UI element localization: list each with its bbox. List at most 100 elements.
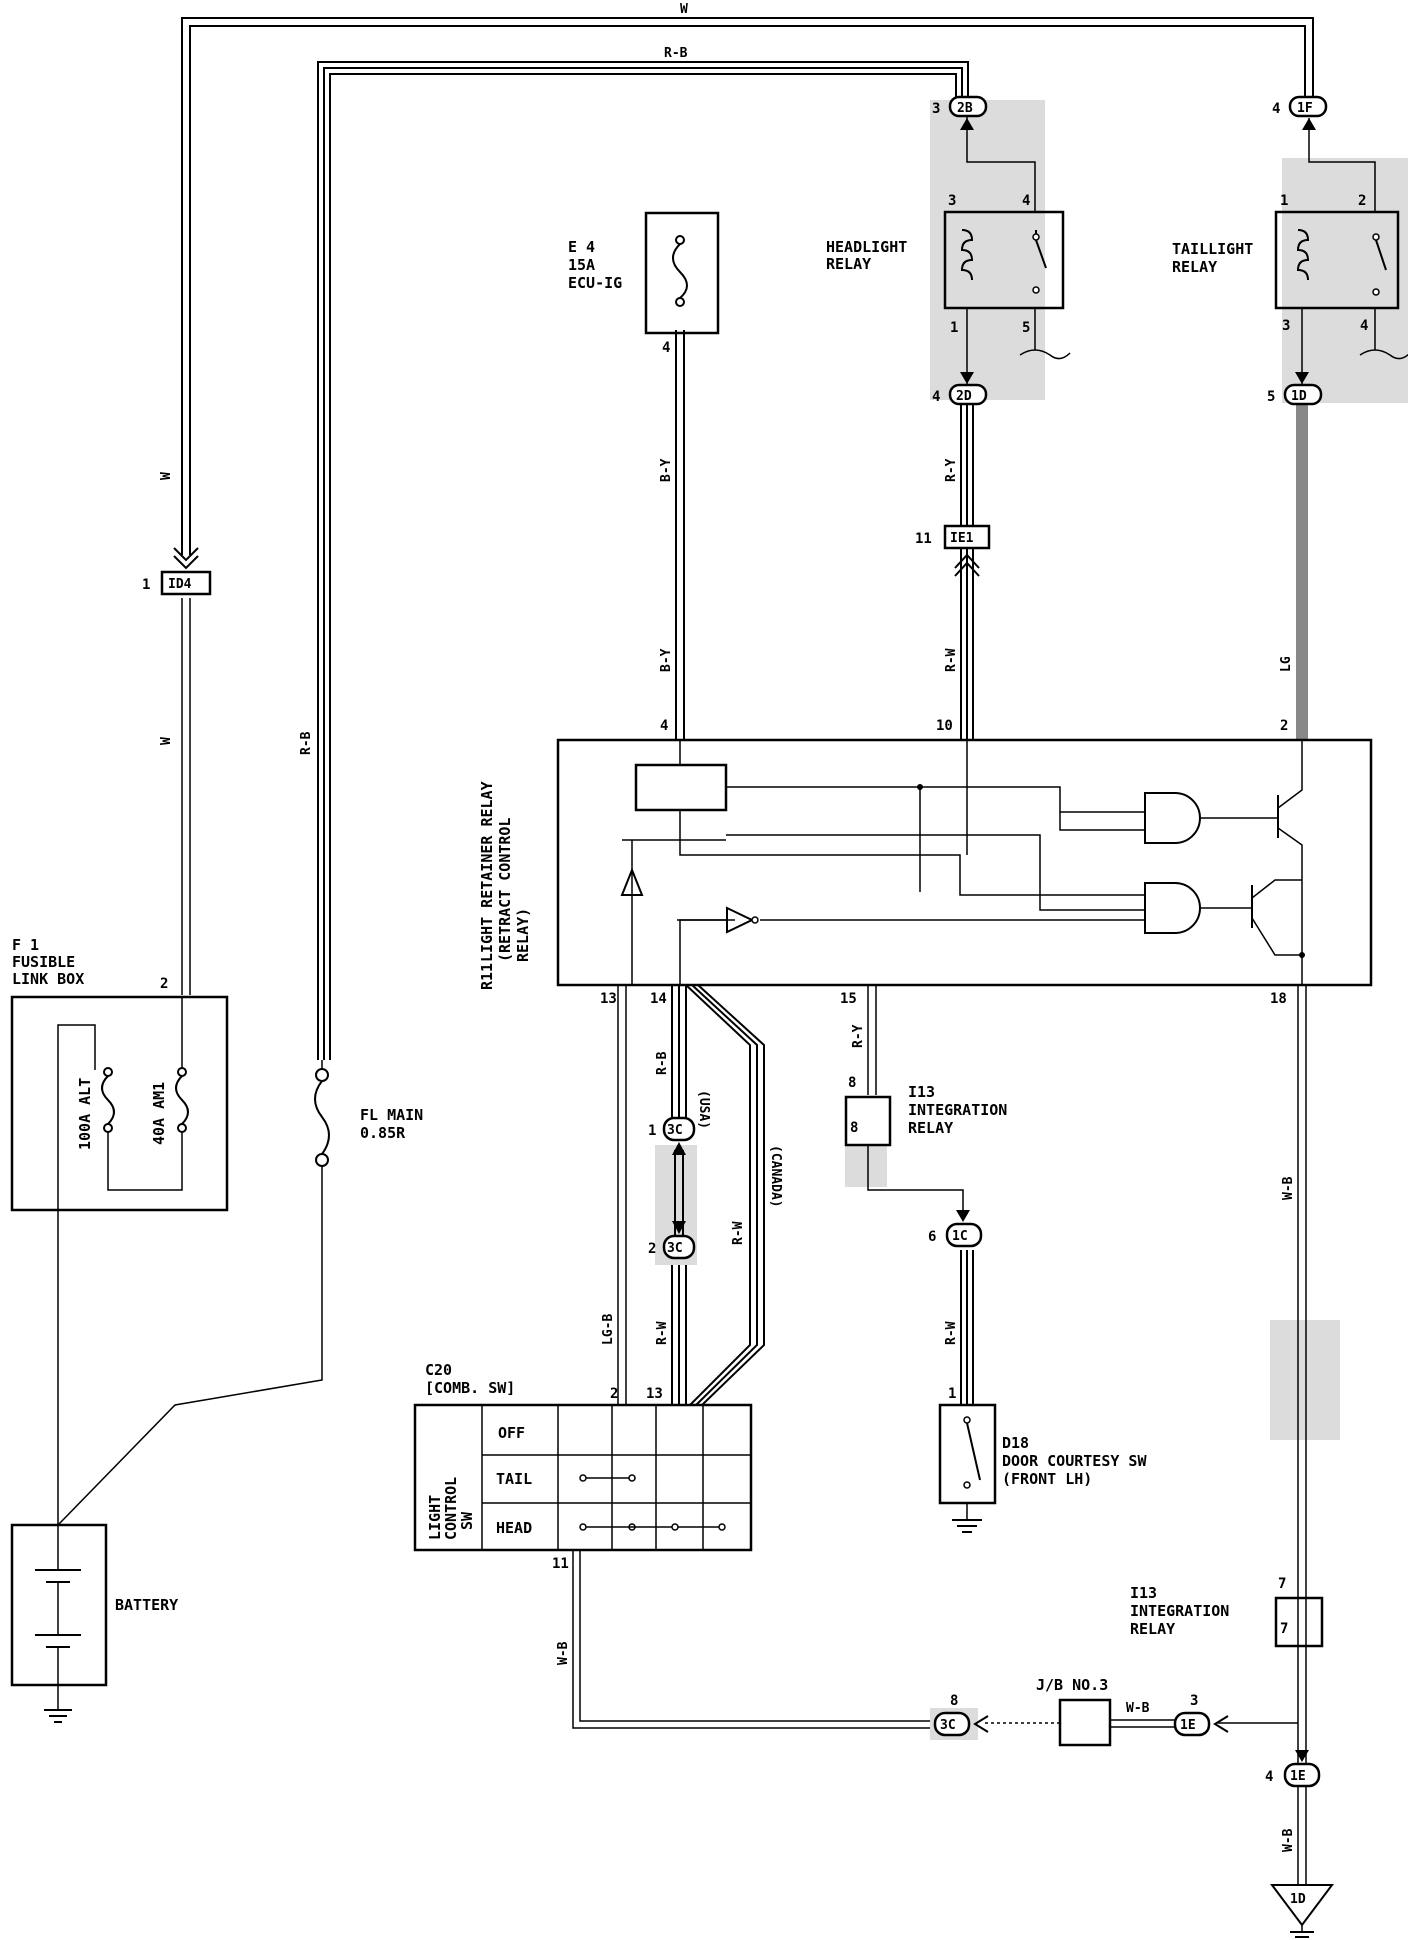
jb-box xyxy=(1058,1698,1112,1747)
taillight-relay-pin-1: 1 xyxy=(1280,193,1288,209)
battery-box xyxy=(10,1523,108,1687)
svg-text:4: 4 xyxy=(1272,101,1280,117)
d18-door-courtesy-switch: 1 D18 DOOR COURTESY SW (FRONT LH) xyxy=(938,1386,1147,1533)
wire-label-rb-left: R-B xyxy=(299,731,314,755)
fl-main-name-1: FL MAIN xyxy=(360,1106,423,1124)
i13-bottom-id: I13 xyxy=(1130,1584,1157,1602)
connector-1c: 1C 6 xyxy=(928,1210,983,1248)
i13-bottom-name-2: RELAY xyxy=(1130,1620,1175,1638)
f1-fuse-alt-label: 100A ALT xyxy=(76,1078,94,1150)
wire-label-wb-right: W-B xyxy=(1281,1176,1296,1200)
connector-2b: 2B 3 xyxy=(932,95,988,130)
c20-name: [COMB. SW] xyxy=(425,1379,515,1397)
taillight-relay-box xyxy=(1274,210,1400,310)
e4-fuse-icon xyxy=(672,243,688,299)
headlight-relay-pin-5: 5 xyxy=(1022,320,1030,336)
svg-text:3C: 3C xyxy=(667,1241,683,1256)
i13-top-name-1: INTEGRATION xyxy=(908,1101,1007,1119)
d18-switch-icon xyxy=(966,1422,981,1481)
headlight-relay-box xyxy=(943,210,1065,310)
svg-text:3C: 3C xyxy=(940,1718,956,1733)
svg-text:1E: 1E xyxy=(1180,1718,1196,1733)
wire-wb-left-b xyxy=(579,1550,940,1722)
taillight-relay-label-1: TAILLIGHT xyxy=(1172,240,1253,258)
wire-w-top-inner xyxy=(189,25,1306,555)
i13-top-pin-in: 8 xyxy=(850,1120,858,1136)
wire-wb-left xyxy=(572,1550,940,1729)
f1-pin-2: 2 xyxy=(160,976,168,992)
headlight-relay: 3 4 1 5 HEADLIGHT RELAY xyxy=(826,116,1071,384)
r11-pin-2: 2 xyxy=(1280,718,1288,734)
wire-label-lgb: LG-B xyxy=(601,1314,616,1345)
c20-pin-11: 11 xyxy=(552,1556,569,1572)
taillight-relay-pin-2: 2 xyxy=(1358,193,1366,209)
svg-text:1E: 1E xyxy=(1290,1769,1306,1784)
headlight-relay-shade xyxy=(930,100,1045,400)
connector-1e-bottom: 1E 4 xyxy=(1265,1750,1321,1788)
wire-label-rw-mid: R-W xyxy=(944,648,959,672)
f1-box xyxy=(10,995,229,1212)
svg-text:5: 5 xyxy=(1267,389,1275,405)
r11-inner-relay xyxy=(634,763,728,812)
svg-text:4: 4 xyxy=(932,389,940,405)
d18-name-2: (FRONT LH) xyxy=(1002,1470,1092,1488)
connector-3c-top: 3C 1 xyxy=(648,1116,696,1155)
wire-label-w-top: W xyxy=(680,2,688,17)
wire-rb-top xyxy=(317,61,969,1060)
c20-pin-13: 13 xyxy=(646,1386,663,1402)
svg-text:2D: 2D xyxy=(956,389,972,404)
wire-w-top xyxy=(181,17,1314,555)
i13-top-pin-out: 8 xyxy=(848,1075,856,1091)
connector-3c-jb: 3C 8 xyxy=(930,1693,989,1740)
and-gate-2-icon xyxy=(1144,882,1201,934)
arrow-down-icon xyxy=(672,1221,686,1234)
c20-combination-switch: OFF TAIL HEAD LIGHT CONTROL SW 2 13 11 C… xyxy=(413,1361,753,1572)
r11-name-1: LIGHT RETAINER RELAY xyxy=(478,781,496,962)
r11-name-2: (RETRACT CONTROL xyxy=(496,818,514,963)
i13-top-name-2: RELAY xyxy=(908,1119,953,1137)
arrow-down-icon xyxy=(956,1210,970,1222)
wire-canada xyxy=(685,984,751,1406)
e4-ecu-ig-fuse: 4 E 4 15A ECU-IG xyxy=(568,211,720,356)
wire-i13-1c xyxy=(867,1145,964,1215)
wire-label-by-lower: B-Y xyxy=(659,648,674,672)
svg-text:1C: 1C xyxy=(952,1229,968,1244)
r11-light-retainer-relay: 4 10 2 13 14 15 18 R11 LIGHT RETAINER RE… xyxy=(478,718,1373,1007)
r11-pin-13: 13 xyxy=(600,991,617,1007)
c20-side-2: CONTROL xyxy=(442,1477,460,1540)
d18-pin-1: 1 xyxy=(948,1386,956,1402)
r11-pin-10: 10 xyxy=(936,718,953,734)
chevron-left-icon xyxy=(1213,1715,1229,1733)
i13-top-id: I13 xyxy=(908,1083,935,1101)
svg-text:1D: 1D xyxy=(1290,1892,1306,1907)
e4-rating: 15A xyxy=(568,256,595,274)
wire-label-rb-14: R-B xyxy=(655,1051,670,1075)
wire-label-rw-canada: R-W xyxy=(731,1221,746,1245)
c20-id: C20 xyxy=(425,1361,452,1379)
svg-text:2: 2 xyxy=(648,1241,656,1257)
svg-text:4: 4 xyxy=(1265,1769,1273,1785)
wire-label-wb-bottom: W-B xyxy=(1281,1828,1296,1852)
jb-label: J/B NO.3 xyxy=(1036,1676,1108,1694)
svg-text:1: 1 xyxy=(142,577,150,593)
svg-text:IE1: IE1 xyxy=(950,531,974,546)
arrow-up-icon xyxy=(1302,118,1316,130)
wire-lg xyxy=(1296,405,1308,740)
d18-name-1: DOOR COURTESY SW xyxy=(1002,1452,1147,1470)
wire-label-ry-upper: R-Y xyxy=(944,458,959,482)
svg-text:1F: 1F xyxy=(1297,101,1313,116)
svg-text:3: 3 xyxy=(1190,1693,1198,1709)
f1-fuse-am1-label: 40A AM1 xyxy=(150,1082,168,1145)
battery-label: BATTERY xyxy=(115,1596,178,1614)
d18-id: D18 xyxy=(1002,1434,1029,1452)
wire-label-wb-jb: W-B xyxy=(1126,1701,1150,1716)
chevron-up-icon xyxy=(954,553,980,569)
r11-pin-14: 14 xyxy=(650,991,667,1007)
connector-1e-jb: 1E 3 xyxy=(1173,1693,1229,1737)
svg-text:11: 11 xyxy=(915,531,932,547)
r11-name-3: RELAY) xyxy=(514,908,532,962)
chevron-left-icon xyxy=(973,1715,989,1733)
taillight-relay-shade xyxy=(1282,158,1408,403)
svg-text:3: 3 xyxy=(932,101,940,117)
e4-pin-4: 4 xyxy=(662,340,670,356)
